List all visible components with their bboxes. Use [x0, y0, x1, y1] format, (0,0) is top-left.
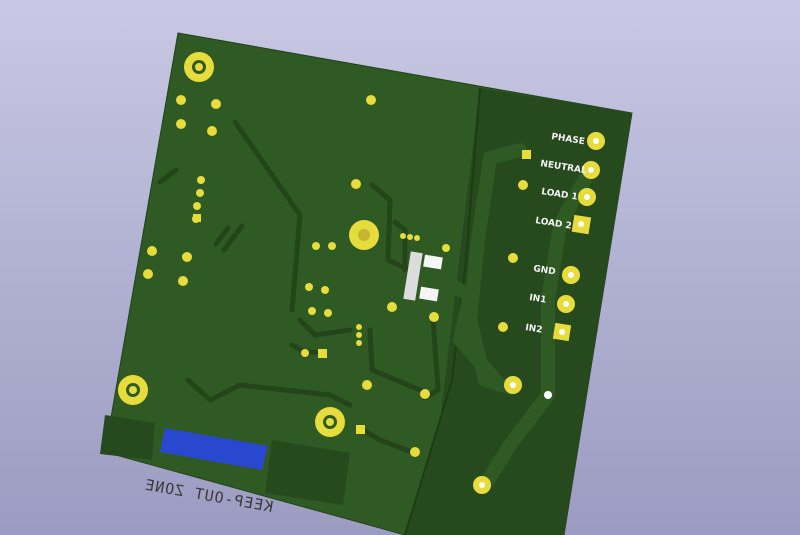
small-pads: [143, 95, 528, 457]
square-pads: [193, 150, 531, 434]
regulator-body: [403, 251, 423, 301]
hv-traces: [433, 143, 597, 492]
board-tab-right: [265, 440, 350, 505]
label-gnd: GND: [533, 264, 557, 277]
connector-pads: [473, 132, 605, 494]
keepout-cutout: [160, 428, 268, 470]
label-in1: IN1: [529, 293, 548, 306]
board-tab-left: [100, 415, 155, 460]
pour-isolation-line: [404, 87, 481, 535]
smd-pad-top: [423, 254, 443, 270]
smd-pad-bottom: [419, 286, 439, 302]
label-in2: IN2: [525, 323, 544, 336]
mounting-holes: [118, 52, 379, 437]
